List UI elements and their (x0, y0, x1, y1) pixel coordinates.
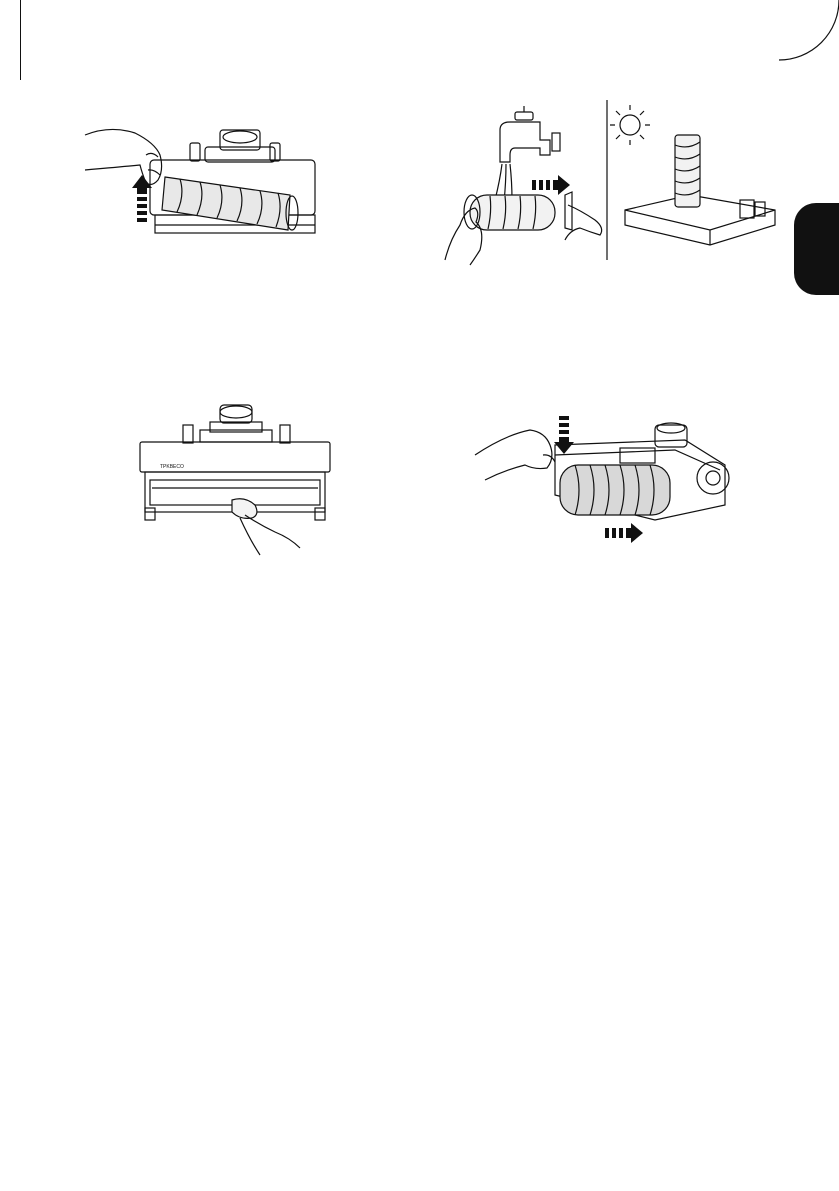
remove-brush-roll-lift-icon (80, 125, 330, 255)
figure-rinse-and-dry (440, 100, 780, 265)
brand-mark: TPKBECO (160, 464, 184, 470)
reinsert-brush-roll-icon (475, 410, 735, 545)
figure-wipe-cavity: TPKBECO (140, 400, 340, 560)
figure-reinsert-brush-roll (475, 410, 735, 545)
section-side-tab (794, 203, 839, 295)
wipe-brush-cavity-icon: TPKBECO (140, 400, 340, 560)
figure-remove-brush-roll (80, 125, 330, 255)
crop-mark (779, 0, 839, 60)
rinse-and-dry-roller-icon (440, 100, 780, 265)
crop-mark (0, 0, 21, 80)
